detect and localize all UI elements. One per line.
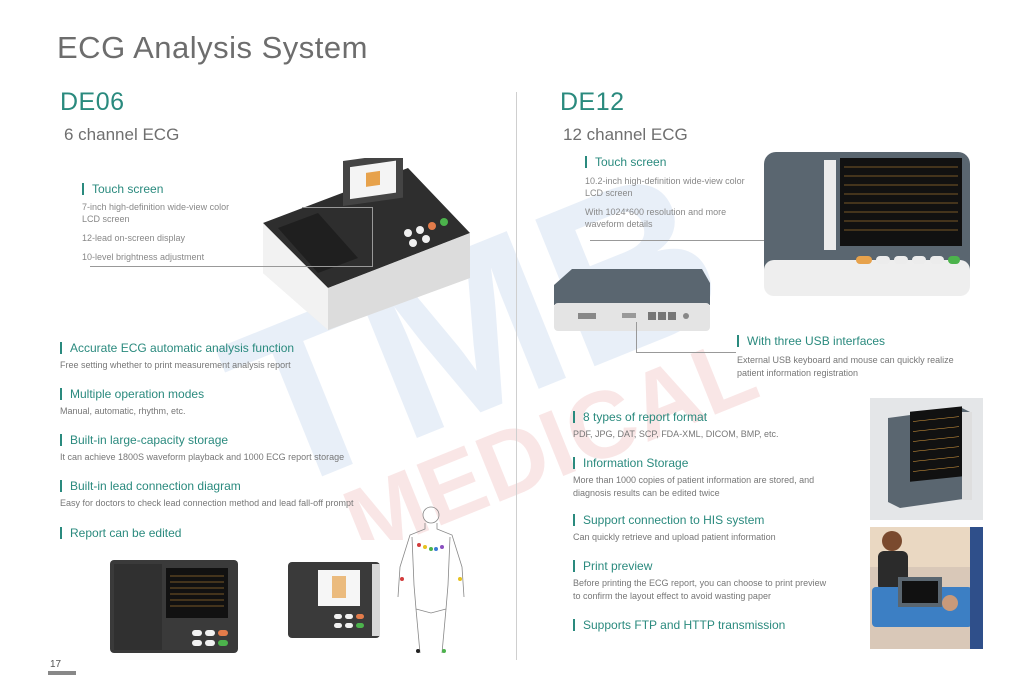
feature-title: Report can be edited (60, 527, 181, 539)
callout-line (590, 240, 810, 241)
page-number: 17 (50, 659, 62, 670)
de12-feature: Support connection to HIS system Can qui… (573, 514, 776, 544)
feature-desc: LCD screen (82, 214, 130, 224)
de06-touch-screen: Touch screen 7-inch high-definition wide… (82, 183, 229, 263)
feature-title: Touch screen (585, 156, 745, 168)
feature-title: Multiple operation modes (60, 388, 204, 400)
de12-product-photo (870, 398, 983, 520)
feature-desc: 10-level brightness adjustment (82, 252, 205, 262)
feature-title: Built-in lead connection diagram (60, 480, 354, 492)
de06-feature: Multiple operation modes Manual, automat… (60, 388, 204, 418)
subtitle-de06: 6 channel ECG (64, 125, 180, 144)
feature-desc: 10.2-inch high-definition wide-view colo… (585, 176, 745, 186)
feature-title: Supports FTP and HTTP transmission (573, 619, 785, 631)
feature-desc: Before printing the ECG report, you can … (573, 578, 827, 588)
page-title: ECG Analysis System (57, 30, 368, 65)
page-number-bar (48, 671, 76, 675)
de06-feature: Report can be edited (60, 527, 181, 539)
de12-feature: Information Storage More than 1000 copie… (573, 457, 814, 500)
feature-title: Touch screen (82, 183, 229, 195)
feature-desc: patient information registration (737, 368, 859, 378)
feature-desc: waveform details (585, 219, 653, 229)
feature-desc: With 1024*600 resolution and more (585, 207, 727, 217)
clinic-usage-photo (870, 527, 983, 649)
column-divider (516, 92, 517, 660)
callout-line (302, 207, 372, 208)
lead-connection-body-diagram (397, 506, 465, 654)
callout-line (90, 266, 373, 267)
feature-title: Accurate ECG automatic analysis function (60, 342, 294, 354)
feature-title: 8 types of report format (573, 411, 779, 423)
model-de06: DE06 (60, 88, 125, 116)
de12-device-image (764, 152, 970, 296)
feature-desc: Manual, automatic, rhythm, etc. (60, 406, 186, 416)
feature-desc: Can quickly retrieve and upload patient … (573, 532, 776, 542)
feature-desc: PDF, JPG, DAT, SCP, FDA-XML, DICOM, BMP,… (573, 429, 779, 439)
de12-feature: Print preview Before printing the ECG re… (573, 560, 826, 603)
feature-desc: Easy for doctors to check lead connectio… (60, 498, 354, 508)
feature-desc: diagnosis results can be edited twice (573, 488, 720, 498)
feature-desc: LCD screen (585, 188, 633, 198)
feature-desc: 7-inch high-definition wide-view color (82, 202, 230, 212)
feature-desc: Free setting whether to print measuremen… (60, 360, 291, 370)
feature-desc: to confirm the layout effect to avoid wa… (573, 591, 771, 601)
de06-feature: Built-in lead connection diagram Easy fo… (60, 480, 354, 510)
callout-line (636, 352, 736, 353)
de12-side-view-image (554, 269, 710, 331)
feature-title: Built-in large-capacity storage (60, 434, 344, 446)
de06-feature: Built-in large-capacity storage It can a… (60, 434, 344, 464)
de06-device-image (263, 158, 470, 330)
de12-feature: 8 types of report format PDF, JPG, DAT, … (573, 411, 779, 441)
de06-lead-diagram-screen-image (288, 562, 380, 638)
subtitle-de12: 12 channel ECG (563, 125, 688, 144)
callout-line (372, 207, 373, 267)
de06-report-screen-image (110, 560, 238, 653)
de12-usb-feature: With three USB interfaces External USB k… (737, 335, 954, 380)
feature-title: Print preview (573, 560, 826, 572)
feature-title: With three USB interfaces (737, 335, 954, 347)
feature-desc: More than 1000 copies of patient informa… (573, 475, 815, 485)
de12-feature: Supports FTP and HTTP transmission (573, 619, 785, 631)
feature-desc: External USB keyboard and mouse can quic… (737, 355, 954, 365)
feature-title: Information Storage (573, 457, 814, 469)
feature-title: Support connection to HIS system (573, 514, 776, 526)
de06-feature: Accurate ECG automatic analysis function… (60, 342, 294, 372)
feature-desc: 12-lead on-screen display (82, 233, 186, 243)
model-de12: DE12 (560, 88, 625, 116)
de12-touch-screen: Touch screen 10.2-inch high-definition w… (585, 156, 745, 230)
feature-desc: It can achieve 1800S waveform playback a… (60, 452, 345, 462)
callout-line (636, 322, 637, 352)
